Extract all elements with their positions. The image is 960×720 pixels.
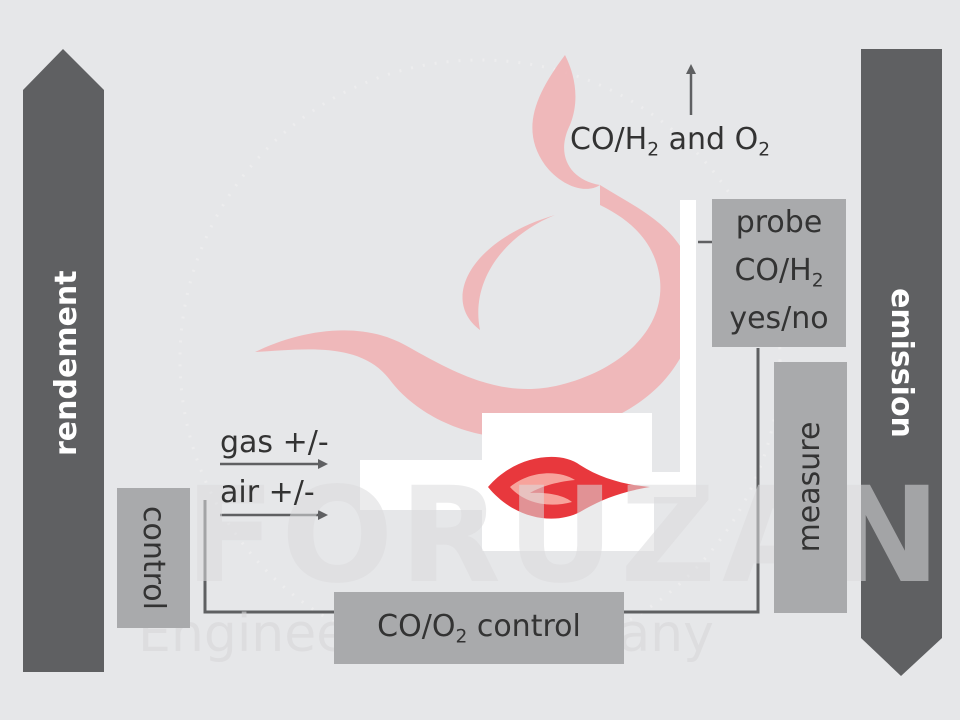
exhaust-label: CO/H2 and O2 — [570, 122, 771, 161]
rendement-label: rendement — [49, 270, 84, 456]
emission-arrow — [861, 49, 942, 676]
control-wire-right — [624, 348, 760, 614]
co-o2-control-box — [334, 592, 624, 664]
control-wire-left — [203, 500, 334, 614]
control-label: control — [136, 506, 171, 610]
probe-box — [712, 199, 846, 347]
exhaust-arrow — [686, 64, 696, 115]
air-flow-arrow — [220, 510, 328, 520]
emission-label: emission — [884, 288, 919, 438]
co-o2-control-label: CO/O2 control — [377, 609, 581, 648]
control-box — [117, 488, 190, 628]
probe-gas-label: CO/H2 — [734, 253, 824, 292]
watermark-logo — [255, 55, 696, 439]
watermark-circle — [178, 58, 782, 662]
probe-label: probe — [735, 205, 823, 240]
air-label: air +/- — [220, 475, 315, 510]
gas-flow-arrow — [220, 459, 328, 469]
probe-result-label: yes/no — [729, 301, 829, 336]
rendement-arrow — [23, 49, 104, 672]
flame-icon — [488, 456, 650, 519]
measure-box — [774, 362, 847, 613]
measure-label: measure — [792, 421, 827, 553]
furnace-channel — [360, 200, 696, 551]
gas-label: gas +/- — [220, 425, 329, 460]
